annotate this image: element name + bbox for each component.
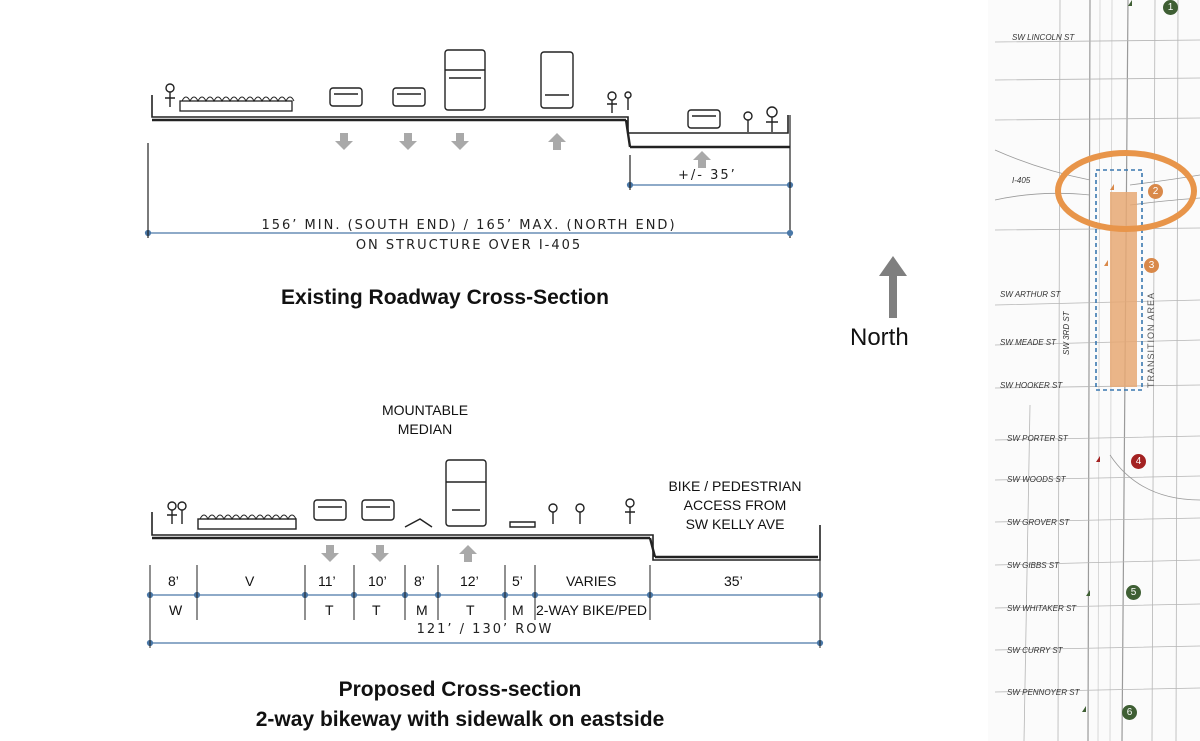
segment-code: T [372,602,381,618]
proposed-direction-arrows [321,545,477,562]
map-street-label: SW WHITAKER ST [1007,604,1077,613]
segment-code: 2-WAY BIKE/PED [536,602,647,618]
median-label: MOUNTABLE MEDIAN [360,401,490,439]
map-marker-6: 6 [1122,705,1137,720]
existing-total-width-label: 156’ MIN. (SOUTH END) / 165’ MAX. (NORTH… [261,218,677,233]
proposed-section-title-line1: Proposed Cross-section [338,678,582,701]
segment-code: T [466,602,475,618]
map-street-label: SW PENNOYER ST [1007,688,1080,697]
existing-direction-arrows [335,133,711,168]
proposed-section-sketch [151,459,821,561]
median-label-line1: MOUNTABLE [381,402,469,418]
map-street-label: SW CURRY ST [1007,646,1063,655]
segment-width: VARIES [566,573,617,589]
map-street-label: SW MEADE ST [1000,338,1057,347]
segment-width: 11’ [318,573,336,589]
segment-code: M [512,602,524,618]
map-street-label: SW GIBBS ST [1007,561,1060,570]
map-street-label: SW ARTHUR ST [1000,290,1061,299]
map-marker-2: 2 [1148,184,1163,199]
existing-east-width-label: +/- 35’ [678,168,737,183]
north-arrow-icon [879,256,907,318]
site-map [988,0,1200,741]
existing-section-sketch [151,49,790,149]
existing-dimension-lines [144,115,794,238]
transition-area-label: TRANSITION AREA [1146,291,1156,388]
access-label-line1: BIKE / PEDESTRIAN [668,478,802,494]
segment-code: T [325,602,334,618]
map-marker-1: 1 [1163,0,1178,15]
map-street-label: SW GROVER ST [1007,518,1070,527]
map-marker-3: 3 [1144,258,1159,273]
map-street-label: SW HOOKER ST [1000,381,1063,390]
segment-code: M [416,602,428,618]
segment-width: V [245,573,255,589]
map-marker-5: 5 [1126,585,1141,600]
map-street-label: SW LINCOLN ST [1012,33,1075,42]
proposed-segment-ticks [149,560,821,648]
access-label: BIKE / PEDESTRIAN ACCESS FROM SW KELLY A… [660,477,810,534]
segment-width: 35’ [724,573,743,589]
median-label-line2: MEDIAN [397,421,453,437]
map-street-label: I-405 [1012,176,1031,185]
map-street-label: SW 3RD ST [1062,311,1071,355]
segment-width: 10’ [368,573,387,589]
map-street-label: SW PORTER ST [1007,434,1068,443]
existing-section-title: Existing Roadway Cross-Section [281,286,609,309]
existing-structure-label: ON STRUCTURE OVER I-405 [355,238,583,253]
row-label: 121’ / 130’ ROW [416,622,554,637]
proposed-dimension-lines [146,591,824,647]
segment-width: 8’ [168,573,179,589]
segment-width: 8’ [414,573,425,589]
segment-code: W [169,602,183,618]
map-street-label: SW WOODS ST [1007,475,1066,484]
access-label-line2: ACCESS FROM [683,497,787,513]
map-marker-4: 4 [1131,454,1146,469]
access-label-line3: SW KELLY AVE [685,516,785,532]
segment-width: 5’ [512,573,523,589]
north-label: North [850,324,909,351]
segment-width: 12’ [460,573,479,589]
proposed-section-title-line2: 2-way bikeway with sidewalk on eastside [255,708,665,731]
